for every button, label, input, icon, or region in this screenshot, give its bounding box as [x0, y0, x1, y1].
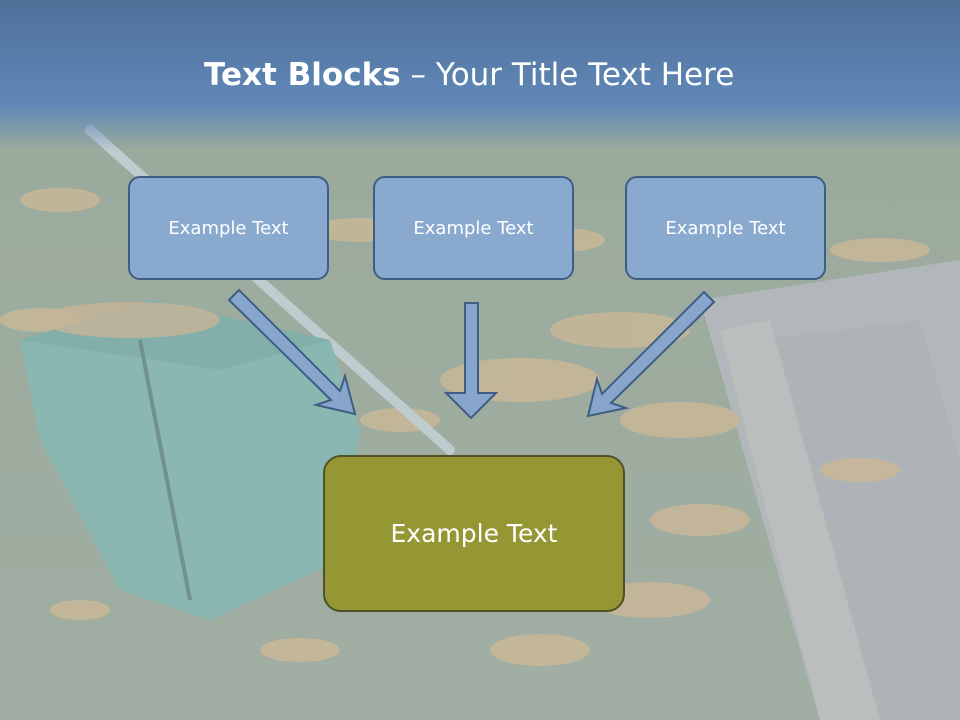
text-block-3-label: Example Text: [665, 217, 786, 239]
text-block-2-label: Example Text: [413, 217, 534, 239]
title-separator: –: [400, 57, 436, 93]
target-block: Example Text: [323, 455, 625, 612]
title-bold: Text Blocks: [204, 57, 401, 93]
text-block-1-label: Example Text: [168, 217, 289, 239]
title-band: [0, 0, 960, 150]
title-regular: Your Title Text Here: [435, 57, 735, 93]
slide-title: Text Blocks – Your Title Text Here: [204, 52, 904, 102]
target-block-label: Example Text: [390, 519, 558, 548]
text-block-1: Example Text: [128, 176, 329, 280]
text-block-2: Example Text: [373, 176, 574, 280]
text-block-3: Example Text: [625, 176, 826, 280]
